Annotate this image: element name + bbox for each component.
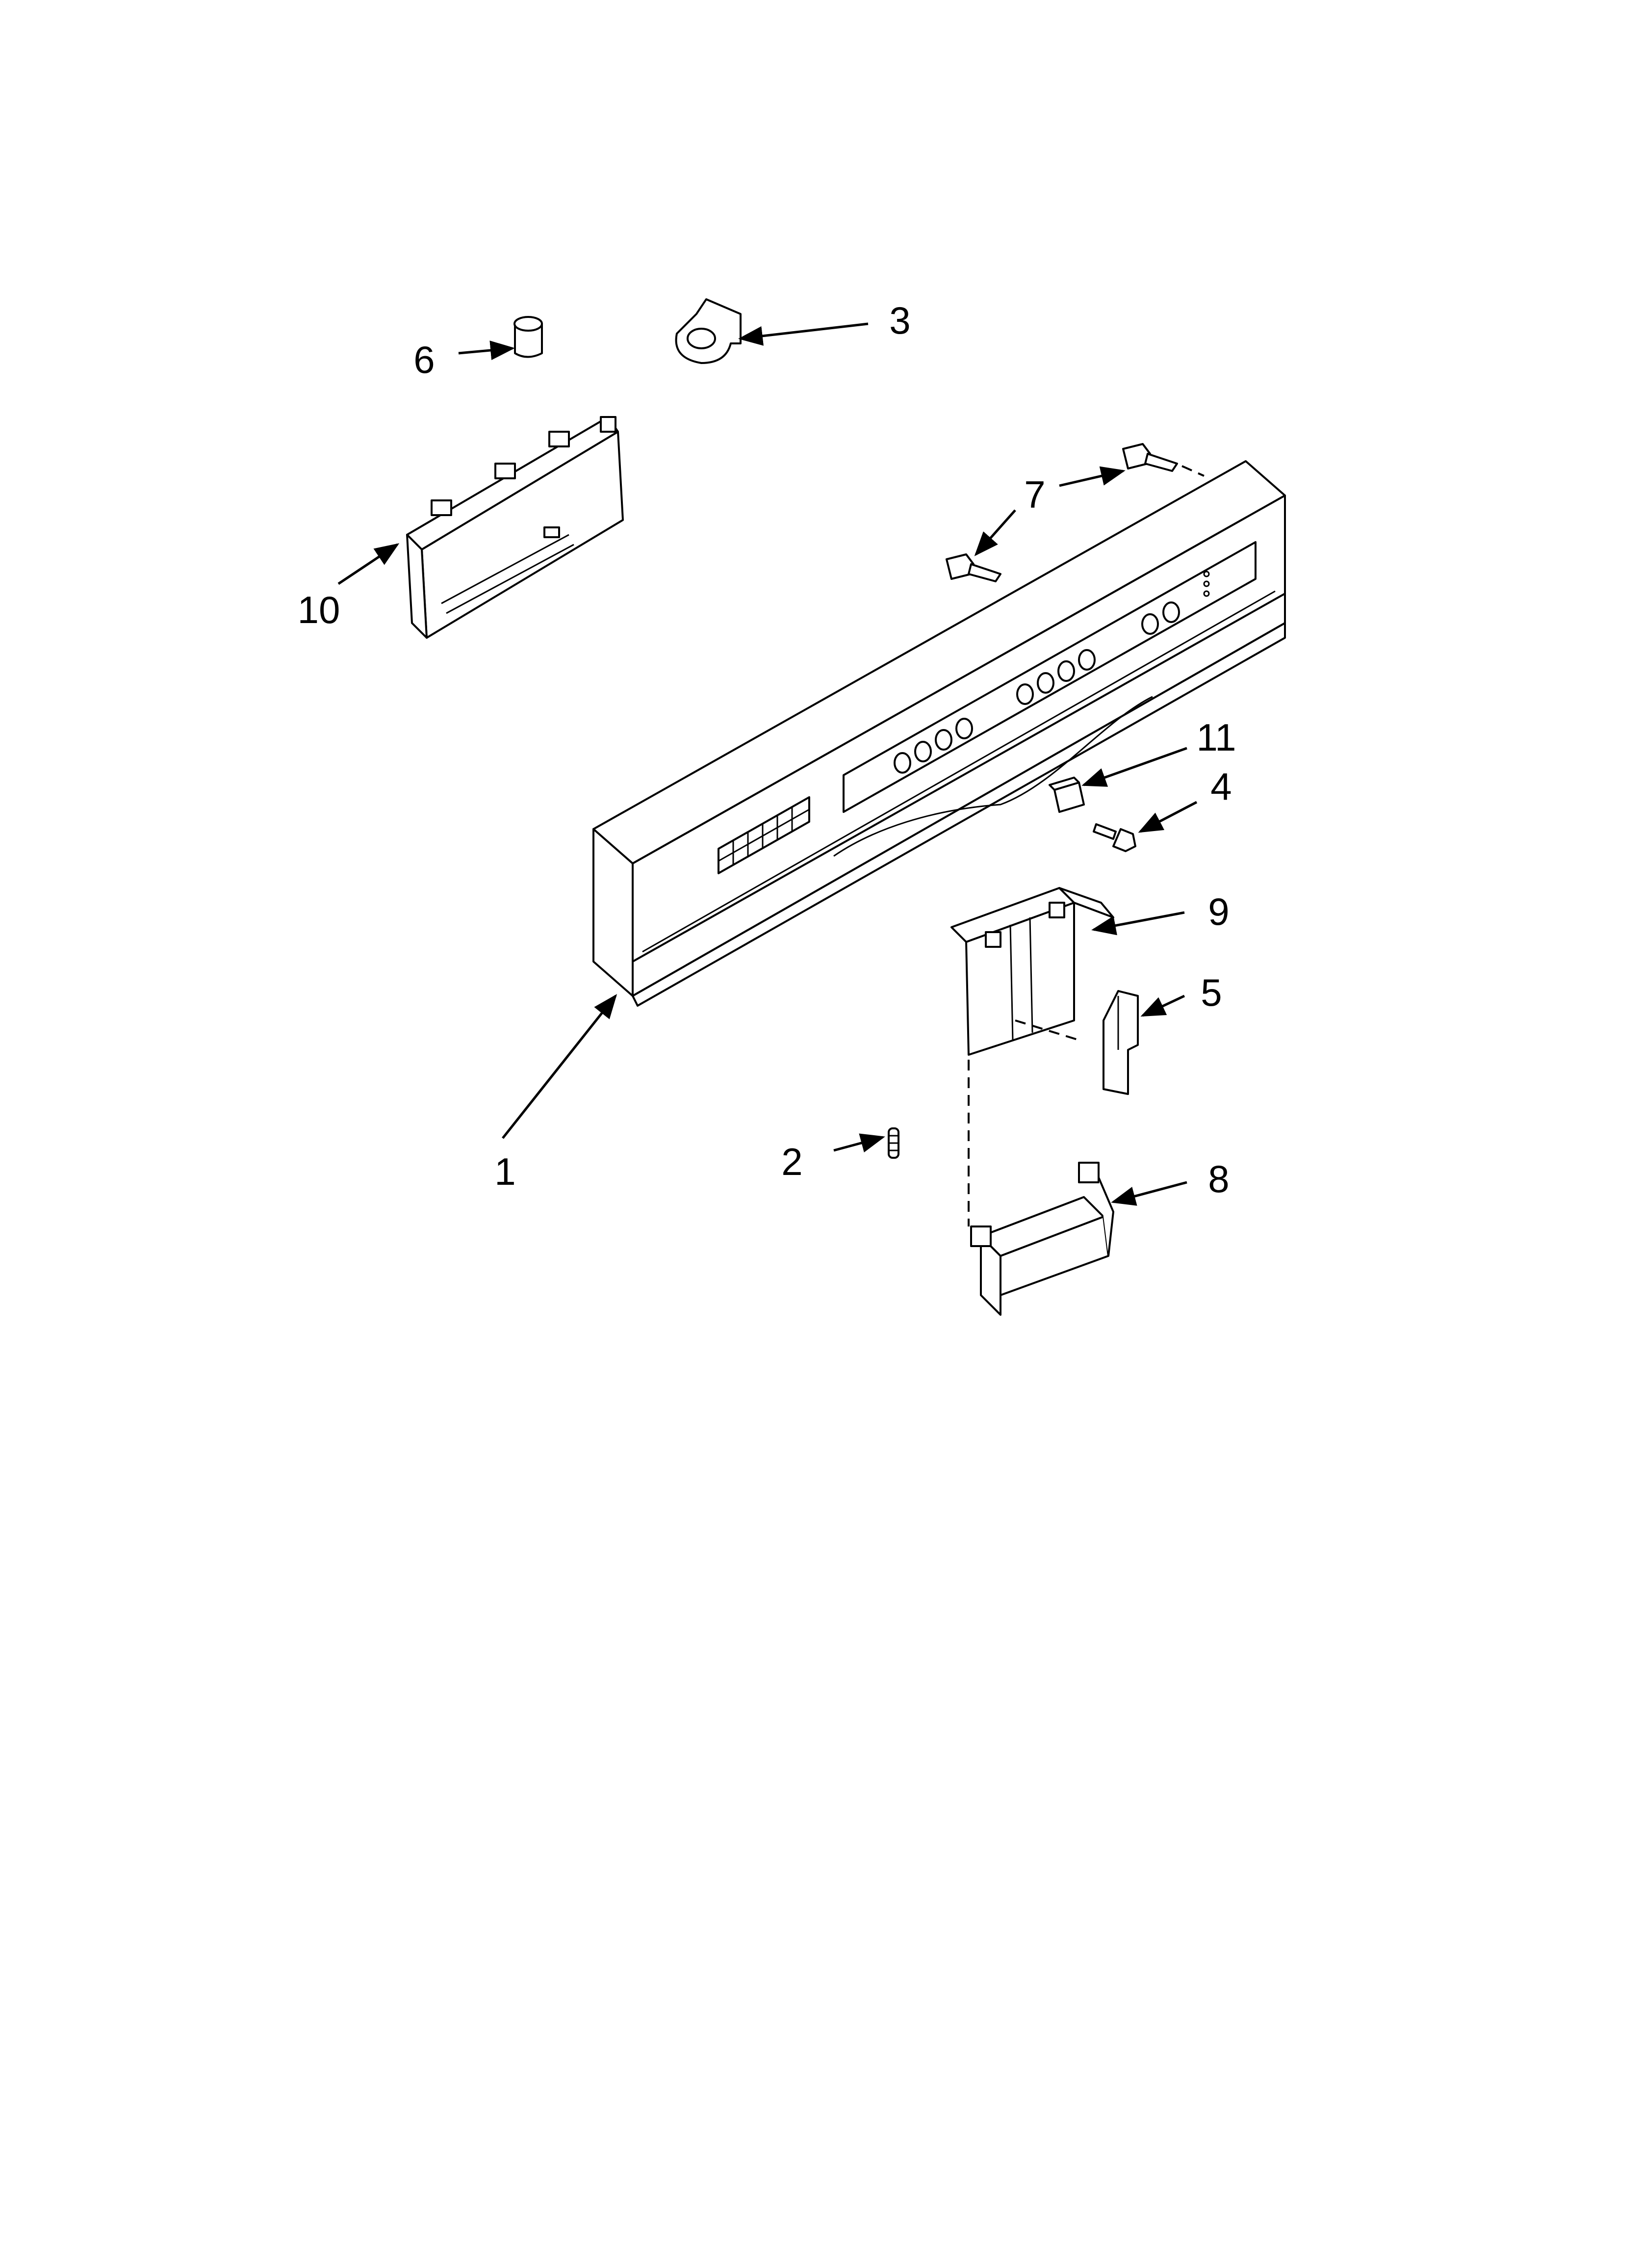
latch-part	[1103, 990, 1139, 1095]
callout-8: 8	[1208, 1157, 1229, 1200]
callout-4: 4	[1210, 765, 1232, 808]
lower-bracket-part	[970, 1162, 1114, 1316]
clip-part	[675, 298, 742, 364]
bracket-part	[950, 887, 1114, 1056]
cap-part	[513, 316, 543, 358]
callout-11: 11	[1197, 716, 1236, 759]
callout-2: 2	[781, 1140, 802, 1183]
callout-3: 3	[889, 299, 910, 342]
callout-7: 7	[1024, 473, 1045, 516]
leader-lines	[337, 322, 1198, 1206]
button-group	[894, 571, 1210, 774]
screw-part-4	[1093, 823, 1136, 852]
block-part	[1049, 777, 1085, 813]
callout-9: 9	[1208, 890, 1229, 933]
callout-1: 1	[494, 1150, 515, 1193]
callout-5: 5	[1201, 971, 1222, 1014]
callout-6: 6	[413, 338, 435, 381]
control-board-part	[406, 416, 624, 639]
spring-part	[888, 1127, 899, 1159]
console-panel-part	[592, 460, 1286, 1007]
callout-10: 10	[298, 588, 340, 631]
keypad-grid	[718, 796, 810, 874]
screw-part	[946, 443, 1178, 582]
